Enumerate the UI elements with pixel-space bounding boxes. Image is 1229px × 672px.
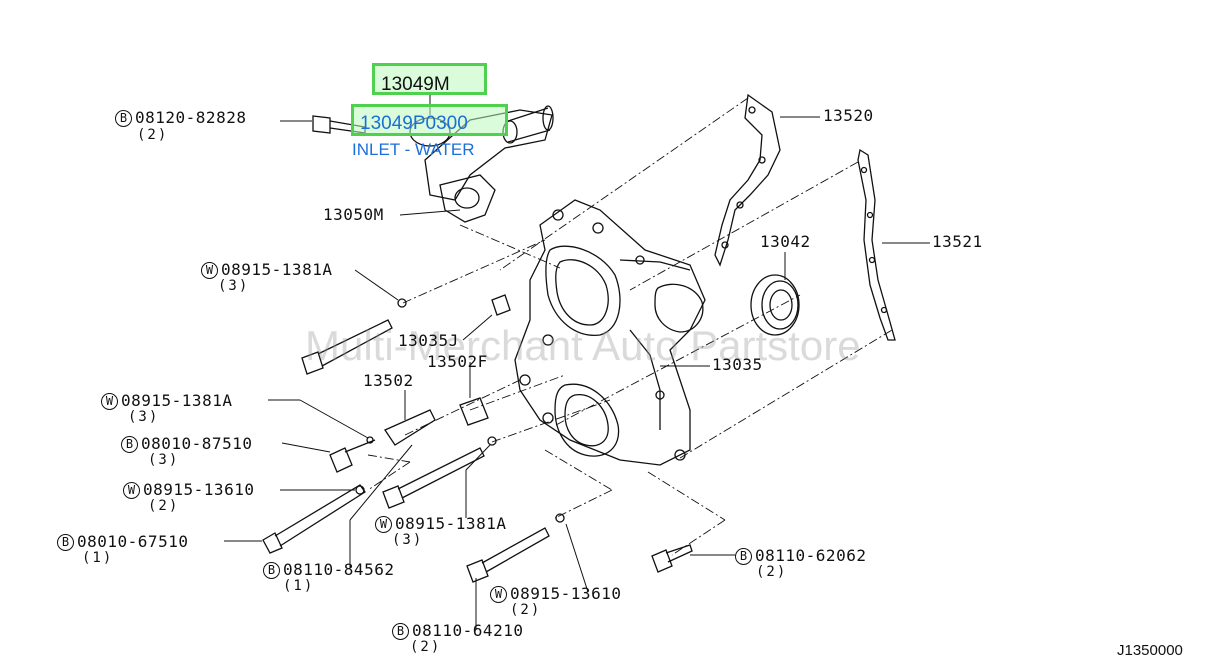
leader-lines (224, 93, 930, 630)
diagram-code: J1350000 (1117, 642, 1183, 659)
washer-marker-icon: W (201, 262, 218, 279)
part-number: 08110-64210 (412, 621, 524, 640)
quantity: (2) (510, 602, 542, 618)
quantity: (2) (137, 127, 169, 143)
callout-13042[interactable]: 13042 (760, 232, 811, 251)
highlight-13049m-label: 13049M (381, 74, 450, 95)
timing-cover-13035-drawing (514, 199, 706, 466)
bracket-13502-drawing (384, 409, 436, 446)
washer-marker-icon: W (490, 586, 507, 603)
bolt-08110-64210-drawing (466, 513, 565, 583)
callout-13502f[interactable]: 13502F (427, 352, 488, 371)
part-number: 08010-87510 (141, 434, 253, 453)
washer-marker-icon: W (375, 516, 392, 533)
spacer-13502f-drawing (459, 397, 489, 426)
bolt-08010-87510-drawing (329, 436, 376, 473)
bolt-marker-icon: B (115, 110, 132, 127)
part-number: 08915-13610 (510, 584, 622, 603)
part-number: 08915-13610 (143, 480, 255, 499)
bolt-long-upper-drawing (301, 298, 407, 375)
part-number: 08110-62062 (755, 546, 867, 565)
quantity: (3) (218, 278, 250, 294)
dowel-13035j-drawing (491, 294, 511, 316)
highlight-13049m[interactable]: 13049M (372, 63, 487, 95)
quantity: (1) (283, 578, 315, 594)
quantity: (2) (410, 639, 442, 655)
bolt-marker-icon: B (57, 534, 74, 551)
part-number: 08915-1381A (121, 391, 233, 410)
gasket-13050m-drawing (439, 174, 496, 223)
callout-13502[interactable]: 13502 (363, 371, 414, 390)
bolt-marker-icon: B (121, 436, 138, 453)
gasket-13520-drawing (714, 93, 781, 267)
callout-13035j[interactable]: 13035J (398, 331, 459, 350)
part-number: 08915-1381A (221, 260, 333, 279)
quantity: (3) (128, 409, 160, 425)
part-number: 08915-1381A (395, 514, 507, 533)
bolt-marker-icon: B (392, 623, 409, 640)
alignment-lines (367, 97, 893, 556)
bolt-08110-62062-drawing (651, 544, 693, 573)
quantity: (3) (148, 452, 180, 468)
part-number: 08120-82828 (135, 108, 247, 127)
bolt-08010-67510-drawing (262, 484, 366, 554)
part-number: 08110-84562 (283, 560, 395, 579)
callout-13035[interactable]: 13035 (712, 355, 763, 374)
quantity: (2) (148, 498, 180, 514)
selected-part-description: INLET - WATER (352, 140, 475, 159)
washer-marker-icon: W (101, 393, 118, 410)
bolt-08110-84562-drawing (382, 436, 497, 509)
bolt-marker-icon: B (263, 562, 280, 579)
quantity: (1) (82, 550, 114, 566)
highlight-selected-part[interactable]: 13049P0300 (351, 104, 508, 136)
part-number: 08010-67510 (77, 532, 189, 551)
quantity: (2) (756, 564, 788, 580)
oil-seal-13042-drawing (750, 274, 800, 336)
selected-part-number: 13049P0300 (360, 113, 468, 134)
watermark-text: Multi-Merchant Auto Partstore (305, 322, 861, 369)
quantity: (3) (392, 532, 424, 548)
bolt-marker-icon: B (735, 548, 752, 565)
gasket-13521-drawing (857, 148, 896, 341)
callout-13520[interactable]: 13520 (823, 106, 874, 125)
callout-13521[interactable]: 13521 (932, 232, 983, 251)
callout-13050m[interactable]: 13050M (323, 205, 384, 224)
washer-marker-icon: W (123, 482, 140, 499)
